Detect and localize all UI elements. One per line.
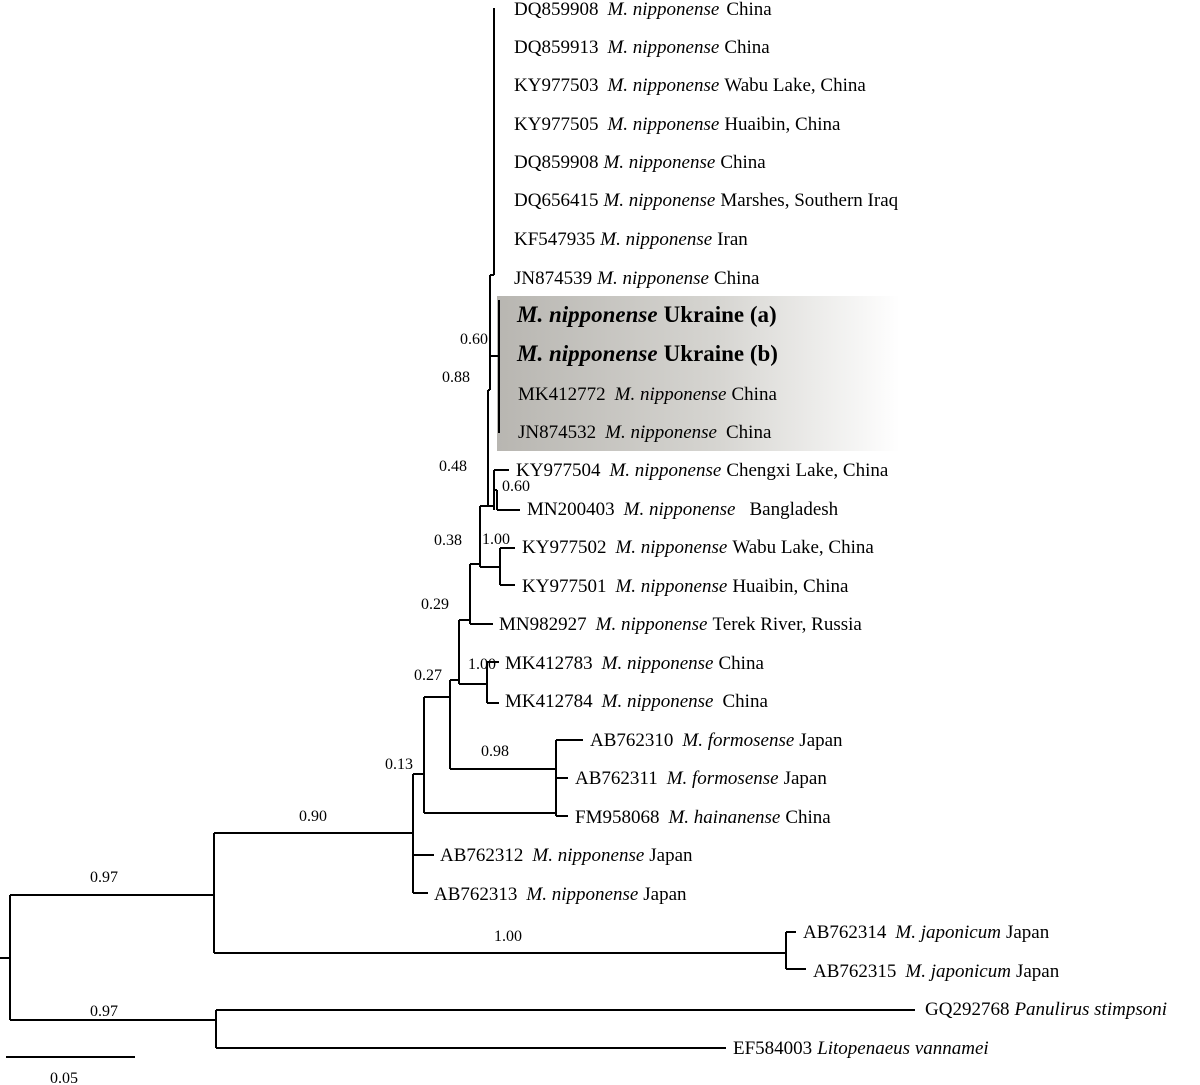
support-value: 0.88 — [442, 369, 470, 386]
support-value: 1.00 — [468, 656, 496, 673]
ukraine-clade-highlight — [497, 296, 900, 451]
support-value: 0.97 — [90, 1003, 118, 1020]
support-value: 0.38 — [434, 532, 462, 549]
support-value: 0.27 — [414, 667, 442, 684]
support-value: 0.97 — [90, 869, 118, 886]
support-value: 0.98 — [481, 743, 509, 760]
support-value: 0.60 — [460, 331, 488, 348]
tree-branches — [0, 8, 915, 1049]
support-value: 1.00 — [482, 531, 510, 548]
support-values: 0.60 0.88 0.48 0.60 1.00 0.38 0.29 1.00 … — [90, 331, 530, 1020]
support-value: 0.90 — [299, 808, 327, 825]
support-value: 1.00 — [494, 928, 522, 945]
support-value: 0.13 — [385, 756, 413, 773]
support-value: 0.48 — [439, 458, 467, 475]
support-value: 0.60 — [502, 478, 530, 495]
scale-bar-label: 0.05 — [50, 1070, 78, 1085]
support-value: 0.29 — [421, 596, 449, 613]
